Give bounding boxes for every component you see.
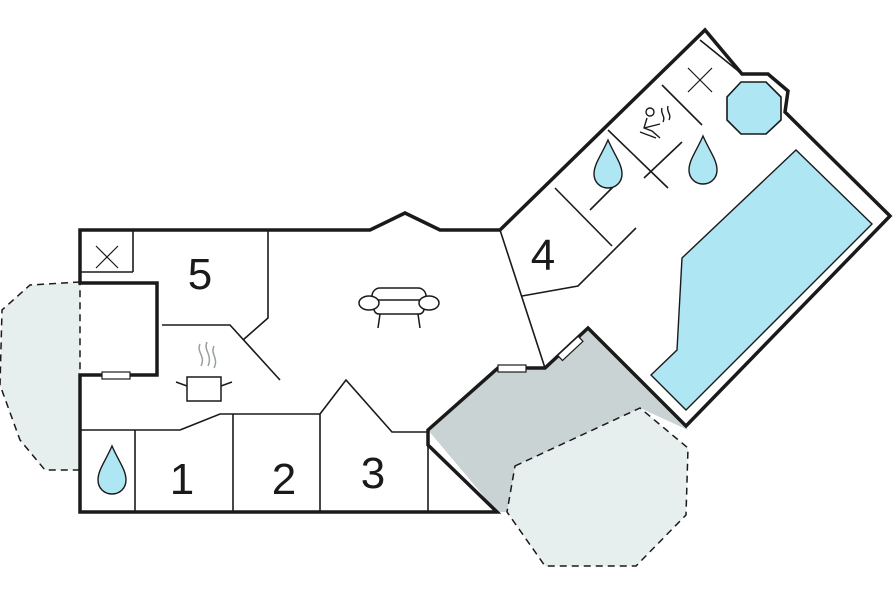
room-3-number: 3 bbox=[361, 449, 385, 498]
room-1-number: 1 bbox=[170, 455, 194, 504]
sauna-icon bbox=[639, 105, 671, 139]
cooking-pot-icon bbox=[175, 341, 233, 402]
terrace-west bbox=[0, 281, 81, 471]
sofa-icon bbox=[358, 287, 440, 329]
room-2-number: 2 bbox=[272, 455, 296, 504]
room-5-number: 5 bbox=[188, 250, 212, 299]
terrace-south bbox=[506, 407, 689, 567]
window bbox=[101, 371, 131, 380]
window bbox=[497, 364, 527, 373]
water-drop-icon bbox=[593, 138, 623, 189]
pool bbox=[650, 149, 873, 411]
toilet-icon bbox=[687, 67, 713, 93]
interior-walls bbox=[80, 39, 743, 512]
room-4-number: 4 bbox=[531, 231, 555, 280]
toilet-icon bbox=[95, 245, 119, 269]
water-drop-icon bbox=[688, 134, 718, 185]
hot-tub-icon bbox=[726, 81, 782, 135]
water-drop-icon bbox=[97, 444, 127, 495]
window bbox=[556, 335, 584, 362]
